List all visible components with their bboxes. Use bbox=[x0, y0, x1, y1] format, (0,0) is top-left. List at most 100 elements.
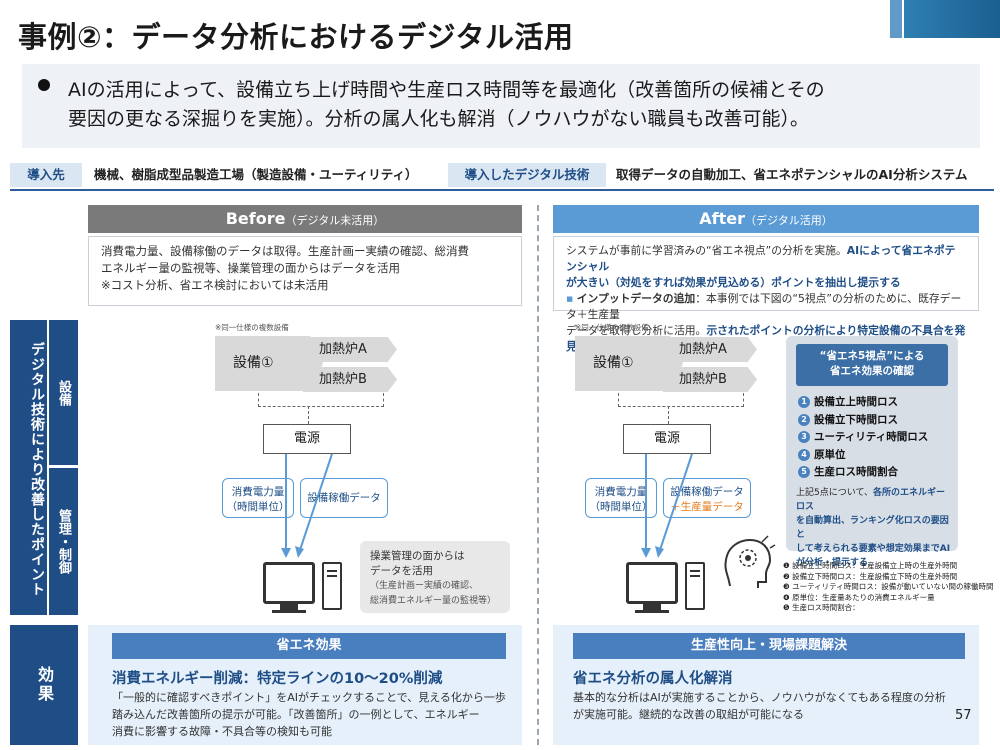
connector bbox=[308, 406, 309, 424]
tech-value: 取得データの自動加工、省エネポテンシャルのAI分析システム bbox=[616, 167, 968, 182]
after-desc-line: ：本事例では下図の“5視点”の分析のために、既存データ＋生産量 bbox=[566, 292, 962, 321]
sidebar-main-label: デジタル技術により改善したポイント bbox=[10, 320, 47, 615]
after-power: 電源 bbox=[623, 424, 711, 454]
five-desc-line: 上記5点について、 bbox=[796, 488, 874, 498]
after-desc-line: システムが事前に学習済みの“省エネ視点”の分析を実施。 bbox=[566, 244, 847, 257]
destination-value: 機械、樹脂成型品製造工場（製造設備・ユーティリティ） bbox=[94, 167, 418, 182]
before-power: 電源 bbox=[263, 424, 351, 454]
after-header-sub: （デジタル活用） bbox=[744, 214, 833, 227]
data-label-added: ＋生産量データ bbox=[670, 501, 744, 513]
before-desc-line: エネルギー量の監視等、操業管理の面からはデータを活用 bbox=[101, 261, 400, 275]
after-furnace-a: 加熱炉A bbox=[663, 337, 757, 362]
after-computer-icon bbox=[626, 562, 678, 613]
effect-after-panel: 生産性向上・現場課題解決 省エネ分析の属人化解消 基本的な分析はAIが実施するこ… bbox=[553, 625, 979, 745]
connector bbox=[618, 406, 744, 407]
data-label: 消費電力量 bbox=[231, 486, 285, 498]
effect-text-line: が実施可能。継続的な改善の取組が可能になる bbox=[573, 708, 804, 721]
number-5-icon: 5 bbox=[798, 466, 810, 478]
before-header-sub: （デジタル未活用） bbox=[285, 214, 385, 227]
list-item: 4 原単位 bbox=[798, 447, 928, 465]
summary-box: AIの活用によって、設備立ち上げ時間や生産ロス時間等を最適化（改善箇所の候補とそ… bbox=[22, 64, 980, 148]
after-furnace-b: 加熱炉B bbox=[663, 367, 757, 392]
legend-item: ❶ 設備立上時間ロス：生産設備立上時の生産外時間 bbox=[783, 561, 958, 570]
sidebar-equipment-label: 設備 bbox=[49, 320, 78, 465]
after-desc-bold: インプットデータの追加 bbox=[576, 292, 696, 305]
connector bbox=[618, 393, 619, 407]
legend-item: ❺ 生産ロス時間割合： bbox=[783, 603, 860, 612]
viewpoints-legend: ❶ 設備立上時間ロス：生産設備立上時の生産外時間 ❷ 設備立下時間ロス：生産設備… bbox=[783, 561, 993, 614]
effect-after-header: 生産性向上・現場課題解決 bbox=[573, 633, 965, 659]
effect-text-line: 「一般的に確認すべきポイント」をAIがチェックすることで、見える化から一歩 bbox=[112, 691, 506, 704]
page-title: 事例②：データ分析におけるデジタル活用 bbox=[18, 20, 574, 54]
legend-item: ❷ 設備立下時間ロス：生産設備立下時の生産外時間 bbox=[783, 571, 958, 581]
five-header-line: “省エネ5視点”による bbox=[819, 350, 925, 362]
data-label: （時間単位） bbox=[226, 501, 290, 513]
effect-after-text: 基本的な分析はAIが実施することから、ノウハウがなくてもある程度の分析 が実施可… bbox=[573, 689, 973, 723]
effect-text-line: 消費に影響する故障・不具合等の検知も可能 bbox=[112, 725, 332, 738]
data-label: 設備稼働データ bbox=[670, 486, 744, 498]
before-pc-tower-icon bbox=[322, 562, 342, 610]
before-computer-icon bbox=[263, 562, 315, 613]
after-note: ※同一仕様の複数設備 bbox=[575, 323, 649, 332]
connector bbox=[258, 393, 259, 407]
list-item-label: 生産ロス時間割合 bbox=[814, 466, 898, 478]
after-data-operation: 設備稼働データ ＋生産量データ bbox=[663, 478, 751, 518]
five-viewpoints-header: “省エネ5視点”による 省エネ効果の確認 bbox=[796, 344, 948, 386]
five-desc-highlight: を自動算出、ランキング化ロスの要因と bbox=[796, 516, 949, 540]
before-header-label: Before bbox=[225, 209, 286, 228]
info-bar: 導入先 機械、樹脂成型品製造工場（製造設備・ユーティリティ） 導入したデジタル技… bbox=[10, 163, 994, 187]
effect-text-line: 基本的な分析はAIが実施することから、ノウハウがなくてもある程度の分析 bbox=[573, 691, 946, 704]
square-bullet-icon: ▪ bbox=[566, 292, 577, 305]
list-item-label: 設備立上時間ロス bbox=[814, 396, 898, 408]
number-4-icon: 4 bbox=[798, 448, 810, 461]
corner-decoration bbox=[890, 0, 1000, 38]
column-divider bbox=[537, 205, 539, 745]
five-desc-highlight: して考えられる要素や想定効果までAI bbox=[796, 544, 951, 554]
usage-note-line: データを活用 bbox=[370, 565, 433, 577]
connector bbox=[383, 393, 384, 407]
before-desc-line: 消費電力量、設備稼働のデータは取得。生産計画ー実績の確認、総消費 bbox=[101, 244, 469, 258]
before-header: Before（デジタル未活用） bbox=[88, 205, 522, 233]
before-note: ※同一仕様の複数設備 bbox=[215, 323, 289, 332]
after-header-label: After bbox=[699, 209, 745, 228]
five-viewpoints-description: 上記5点について、各所のエネルギーロス を自動算出、ランキング化ロスの要因と し… bbox=[796, 486, 952, 570]
before-desc-line: ※コスト分析、省エネ検討においては未活用 bbox=[101, 278, 329, 292]
summary-line-2: 要因の更なる深掘りを実施）。分析の属人化も解消（ノウハウがない職員も改善可能）。 bbox=[68, 108, 810, 130]
sidebar-control-label: 管理・制御 bbox=[49, 468, 78, 615]
effect-before-panel: 省エネ効果 消費エネルギー削減：特定ラインの10～20%削減 「一般的に確認すべ… bbox=[88, 625, 522, 745]
connector bbox=[743, 393, 744, 407]
connector bbox=[668, 406, 669, 424]
after-header: After（デジタル活用） bbox=[553, 205, 979, 233]
effect-before-text: 「一般的に確認すべきポイント」をAIがチェックすることで、見える化から一歩 踏み… bbox=[112, 689, 516, 740]
usage-note-line: 操業管理の面からは bbox=[370, 550, 465, 562]
info-divider bbox=[10, 189, 994, 191]
tech-label: 導入したデジタル技術 bbox=[448, 163, 606, 187]
five-header-line: 省エネ効果の確認 bbox=[830, 365, 914, 377]
bullet-icon bbox=[38, 79, 50, 91]
data-label: 消費電力量 bbox=[594, 486, 648, 498]
effect-before-header: 省エネ効果 bbox=[112, 633, 506, 659]
number-2-icon: 2 bbox=[798, 413, 810, 426]
list-item: 1 設備立上時間ロス bbox=[798, 394, 928, 412]
effect-after-title: 省エネ分析の属人化解消 bbox=[573, 671, 733, 687]
legend-item: ❸ ユーティリティ時間ロス：設備が動いていない間の稼働時間 bbox=[783, 582, 994, 591]
number-1-icon: 1 bbox=[798, 396, 810, 408]
before-furnace-a: 加熱炉A bbox=[303, 337, 397, 362]
ai-brain-head-icon bbox=[724, 535, 776, 588]
data-label: （時間単位） bbox=[589, 501, 653, 513]
five-desc-highlight: 各所のエネルギーロス bbox=[796, 488, 946, 512]
effect-before-title: 消費エネルギー削減：特定ラインの10～20%削減 bbox=[112, 671, 443, 687]
after-arrows bbox=[641, 453, 693, 558]
destination-label: 導入先 bbox=[10, 163, 82, 187]
before-usage-note: 操業管理の面からは データを活用 （生産計画ー実績の確認、 総消費エネルギー量の… bbox=[360, 541, 510, 613]
five-desc-highlight: が分析・提示する bbox=[796, 558, 869, 568]
effect-text-line: 踏み込んだ改善箇所の提示が可能。「改善箇所」の一例として、エネルギー bbox=[112, 708, 480, 721]
before-arrows bbox=[281, 453, 333, 558]
list-item-label: 原単位 bbox=[814, 448, 846, 461]
after-desc-highlight: が大きい（対処をすれば効果が見込める）ポイントを抽出し提示する bbox=[566, 276, 901, 289]
legend-item: ❹ 原単位：生産量あたりの消費エネルギー量 bbox=[783, 592, 935, 602]
